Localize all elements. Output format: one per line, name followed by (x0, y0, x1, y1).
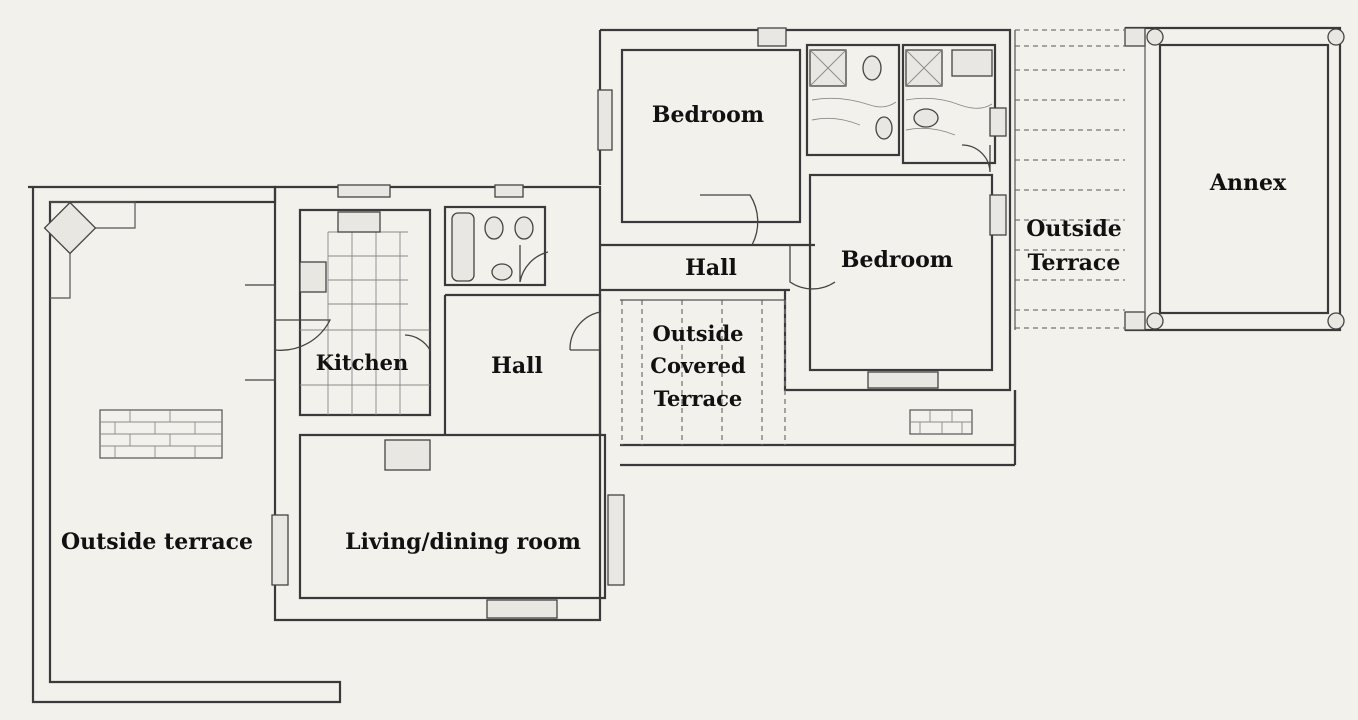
label-hall-upper: Hall (685, 255, 737, 281)
annex-structure (1124, 26, 1345, 332)
covered-terrace-pergola (620, 299, 786, 445)
label-covered-terrace-2: Covered (650, 353, 746, 378)
label-covered-terrace-1: Outside (652, 321, 743, 346)
label-bedroom-right: Bedroom (841, 247, 953, 273)
house-walls (271, 26, 1345, 622)
label-living-dining: Living/dining room (345, 529, 581, 555)
label-hall-lower: Hall (491, 353, 543, 379)
label-covered-terrace-3: Terrace (654, 386, 742, 411)
brick-paving-right (909, 409, 973, 435)
bathroom-floor-texture (811, 97, 993, 136)
doors (245, 144, 991, 381)
brick-paving-left (99, 409, 223, 459)
label-outside-terrace-right-2: Terrace (1028, 250, 1121, 276)
kitchen-tiles (299, 211, 430, 415)
label-outside-terrace-right-1: Outside (1026, 216, 1121, 242)
outside-terrace-right-pergola (1014, 29, 1125, 330)
label-kitchen: Kitchen (316, 350, 409, 375)
label-outside-terrace-left: Outside terrace (61, 529, 253, 555)
label-bedroom-top: Bedroom (652, 102, 764, 128)
label-annex: Annex (1209, 170, 1287, 196)
outside-terrace-left-outline (28, 185, 342, 704)
room-labels: Bedroom Bedroom Annex Outside Terrace Ha… (61, 102, 1287, 555)
